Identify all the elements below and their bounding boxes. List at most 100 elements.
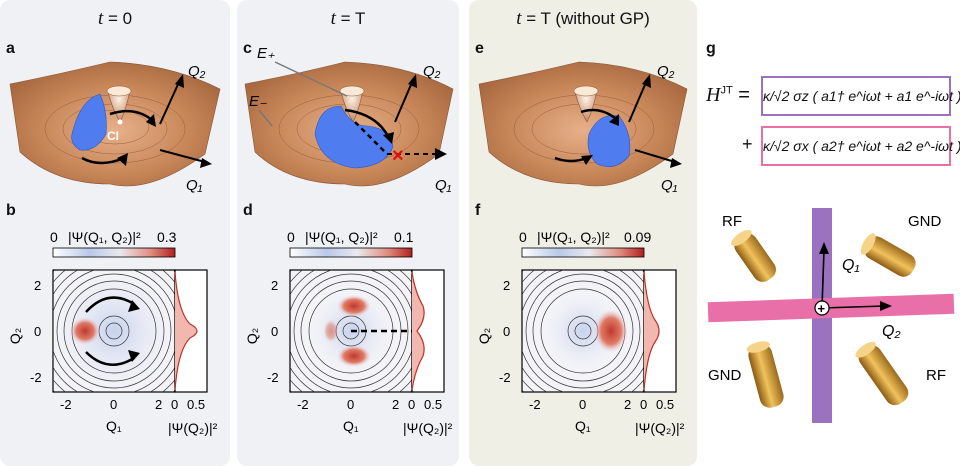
cbar-max: 0.09 bbox=[624, 229, 651, 245]
panel-label-g: g bbox=[706, 40, 716, 57]
ytick: 2 bbox=[271, 278, 278, 293]
e-minus-label: E₋ bbox=[249, 93, 267, 110]
cbar-label: |Ψ(Q₁, Q₂)|² bbox=[68, 229, 141, 245]
ytick: 0 bbox=[271, 324, 278, 339]
header-tT-noGP: t = T (without GP) bbox=[469, 8, 697, 30]
colorbar bbox=[289, 247, 413, 258]
hamiltonian-superscript: JT bbox=[720, 84, 733, 97]
axis-q1-label: Q₁ bbox=[661, 177, 678, 194]
contour-rings bbox=[53, 270, 175, 392]
marginal-axis-label: |Ψ(Q₂)|² bbox=[168, 420, 218, 436]
marginal-tick: 0 bbox=[171, 397, 178, 412]
ion-center-circle bbox=[814, 300, 830, 316]
arrowhead bbox=[200, 158, 212, 168]
axis-q1-label: Q₁ bbox=[186, 177, 203, 194]
panel-label-f: f bbox=[475, 202, 481, 219]
e-plus-pointer bbox=[274, 61, 348, 97]
xtick: 0 bbox=[347, 397, 354, 412]
electrode-rod-gnd-top bbox=[860, 233, 916, 277]
rotation-arrow-top bbox=[580, 108, 616, 120]
rotation-arrow-top bbox=[109, 109, 153, 121]
arrowhead bbox=[117, 153, 128, 166]
surface-panel-c: × E₊ E₋ Q₂ Q₁ bbox=[244, 45, 454, 194]
arrowhead bbox=[175, 74, 184, 88]
axis-q2-arrow bbox=[821, 305, 885, 309]
colorbar bbox=[52, 247, 176, 258]
hamiltonian-lhs: HJT = bbox=[706, 84, 750, 106]
header-tT: t = T bbox=[237, 8, 459, 30]
hamiltonian-symbol: H bbox=[706, 84, 721, 106]
e-plus-label: E₊ bbox=[257, 45, 275, 62]
marginal-tick: 0.5 bbox=[424, 397, 442, 412]
marginal-tick: 0 bbox=[408, 397, 415, 412]
header-noGP-rest: = T (without GP) bbox=[521, 9, 650, 28]
header-t0-rest: = 0 bbox=[103, 9, 133, 28]
axis-q2-label: Q₂ bbox=[657, 63, 675, 80]
cone-rim bbox=[573, 85, 599, 97]
axis-q2-label: Q₂ bbox=[188, 63, 206, 80]
xtick: -2 bbox=[529, 397, 541, 412]
axis-q1-label: Q₁ bbox=[435, 177, 452, 194]
marginal-tick: 0.5 bbox=[656, 397, 674, 412]
panel-label-e: e bbox=[475, 40, 484, 57]
surface-panel-e: Q₂ Q₁ bbox=[478, 61, 688, 194]
cbar-min: 0 bbox=[519, 229, 527, 245]
arrowhead bbox=[128, 350, 140, 362]
arrowhead bbox=[408, 74, 417, 88]
density-blob-left bbox=[323, 319, 339, 343]
axis-q2-arrow bbox=[159, 79, 181, 125]
density-panel-b: 0 |Ψ(Q₁, Q₂)|² 0.3 2 0 -2 Q₂ -2 0 bbox=[7, 229, 218, 436]
ytick: 2 bbox=[34, 278, 41, 293]
contour-rings bbox=[522, 270, 644, 392]
x-axis-label: Q₁ bbox=[575, 418, 591, 434]
y-axis-label: Q₂ bbox=[244, 328, 260, 344]
axis-q2-arrow bbox=[394, 79, 414, 123]
surface-panel-a: CI Q₂ Q₁ bbox=[9, 61, 221, 194]
xtick: 0 bbox=[579, 397, 586, 412]
y-axis-label: Q₂ bbox=[7, 328, 23, 344]
arrowhead bbox=[880, 301, 892, 311]
density-blob-upper bbox=[337, 295, 371, 317]
colorbar bbox=[521, 247, 645, 258]
marginal-density-curve bbox=[174, 271, 198, 391]
conical-intersection-point bbox=[117, 119, 123, 125]
panel-label-b: b bbox=[6, 202, 16, 219]
header-tT-rest: = T bbox=[335, 9, 366, 28]
cbar-label: |Ψ(Q₁, Q₂)|² bbox=[537, 229, 610, 245]
density-blob bbox=[70, 317, 100, 345]
arrowhead bbox=[819, 242, 829, 254]
hamiltonian-term-1: κ/√2 σz ( a1† e^iωt + a1 e^-iωt ) bbox=[761, 76, 960, 116]
ytick: -2 bbox=[267, 370, 279, 385]
axis-q1-label: Q₁ bbox=[842, 257, 860, 274]
marginal-axis-label: |Ψ(Q₂)|² bbox=[403, 420, 453, 436]
ytick: -2 bbox=[499, 370, 511, 385]
xtick: 2 bbox=[624, 397, 631, 412]
density-panel-f: 0 |Ψ(Q₁, Q₂)|² 0.09 2 0 -2 Q₂ -2 0 2 0 0… bbox=[476, 229, 685, 436]
dashed-cut-line bbox=[354, 121, 388, 155]
axis-q1-arrow bbox=[159, 149, 206, 163]
label-rf-bottom: RF bbox=[926, 367, 946, 384]
wavepacket bbox=[71, 93, 107, 151]
axis-q2-arrow bbox=[628, 79, 648, 123]
x-axis-label: Q₁ bbox=[343, 418, 359, 434]
header-t0-var: t bbox=[97, 8, 104, 29]
marginal-density-curve bbox=[643, 271, 660, 391]
density-panel-d: 0 |Ψ(Q₁, Q₂)|² 0.1 2 0 -2 Q₂ -2 0 2 bbox=[244, 229, 453, 436]
arrowhead bbox=[383, 132, 394, 144]
marginal-tick: 0.5 bbox=[187, 397, 205, 412]
ion-center-symbol: + bbox=[818, 301, 826, 316]
header-noGP-var: t bbox=[516, 8, 522, 29]
cbar-label: |Ψ(Q₁, Q₂)|² bbox=[305, 229, 378, 245]
ytick: 2 bbox=[503, 278, 510, 293]
e-minus-pointer bbox=[258, 109, 273, 127]
hamiltonian-term-2: κ/√2 σx ( a2† e^iωt + a2 e^-iωt ) bbox=[761, 126, 960, 166]
arrowhead bbox=[581, 155, 593, 165]
electrode-rod-rf-bottom bbox=[855, 341, 909, 406]
axis-q1-arrow bbox=[821, 249, 825, 309]
label-gnd-top: GND bbox=[908, 213, 942, 230]
xtick: -2 bbox=[60, 397, 72, 412]
marginal-tick: 0 bbox=[640, 397, 647, 412]
density-blob bbox=[594, 309, 628, 353]
cbar-max: 0.1 bbox=[394, 229, 414, 245]
density-blob-lower bbox=[337, 345, 371, 367]
